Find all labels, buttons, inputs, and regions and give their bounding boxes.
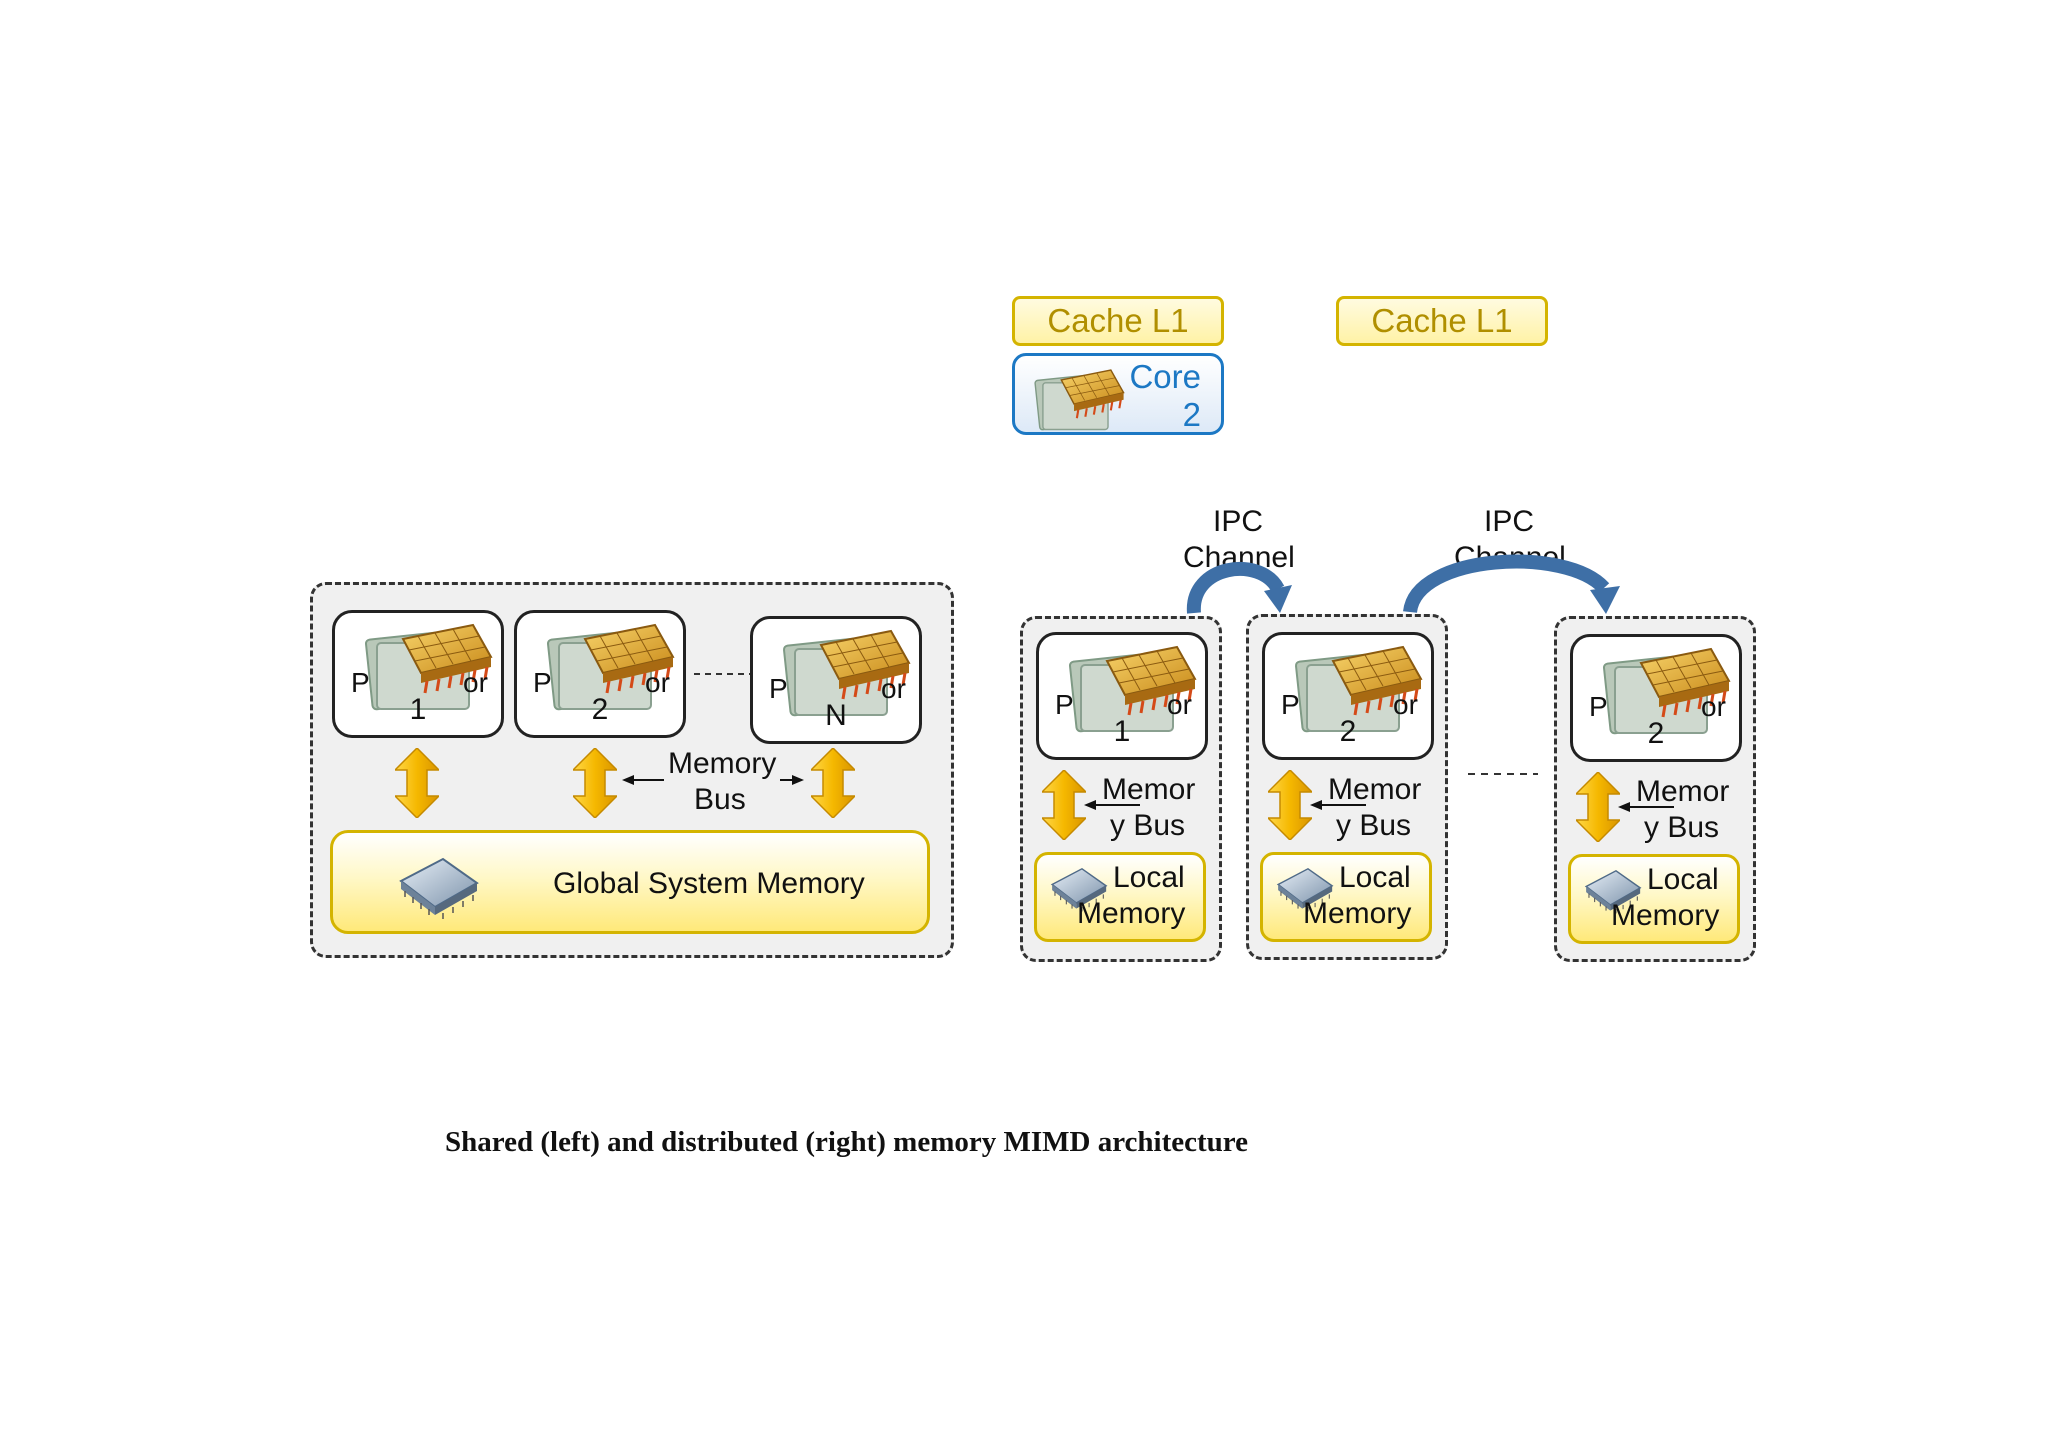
processor-label-left: P <box>351 667 370 698</box>
processor-label-right: or <box>463 667 488 698</box>
global-memory-label: Global System Memory <box>553 867 865 900</box>
ipc-label-2-line1: IPC <box>1484 505 1535 538</box>
shared-bus-arrow-2 <box>573 748 617 818</box>
ipc-channel-arrow-2 <box>1403 554 1620 614</box>
node-1-bus-label-line1: Memor <box>1102 773 1196 806</box>
node-1-local-memory: Local Memory <box>1034 852 1206 942</box>
processor-number: 2 <box>1339 715 1357 748</box>
processor-label-left: P <box>533 667 552 698</box>
node-1-bus-pointer <box>1084 800 1140 810</box>
memory-bus-label-line1: Memory <box>664 746 781 782</box>
memory-bus-label-line2: Bus <box>694 783 746 816</box>
distributed-processor-2: P or 2 <box>1262 632 1434 760</box>
memory-chip-icon <box>400 858 478 920</box>
processor-label-left: P <box>1281 689 1300 720</box>
local-memory-label-line1: Local <box>1339 861 1411 894</box>
processor-label-right: or <box>645 667 670 698</box>
node-3-bus-pointer <box>1618 802 1674 812</box>
global-system-memory: Global System Memory <box>330 830 930 934</box>
node-3-bus-label-line1: Memor <box>1636 775 1730 808</box>
local-memory-label-line2: Memory <box>1303 897 1412 930</box>
shared-processor-n: P or N <box>750 616 922 744</box>
core-chip-icon <box>1033 368 1125 432</box>
cache-l1-box-2: Cache L1 <box>1336 296 1548 346</box>
local-memory-label-line2: Memory <box>1077 897 1186 930</box>
processor-ellipsis-dashes <box>694 673 752 675</box>
processor-number: 2 <box>1647 717 1665 750</box>
node-1-bus-label-line2: y Bus <box>1110 809 1186 842</box>
processor-label-left: P <box>1055 689 1074 720</box>
processor-label-right: or <box>881 673 906 704</box>
node-1-bus-arrow <box>1042 770 1086 840</box>
distributed-processor-3: P or 2 <box>1570 634 1742 762</box>
local-memory-label-line2: Memory <box>1611 899 1720 932</box>
ipc-channel-arrow-1 <box>1186 561 1292 614</box>
cache-l1-box-1: Cache L1 <box>1012 296 1224 346</box>
processor-number: 1 <box>1113 715 1131 748</box>
shared-bus-arrow-n <box>811 748 855 818</box>
distributed-processor-1: P or 1 <box>1036 632 1208 760</box>
core-number: 2 <box>1182 396 1201 433</box>
node-2-bus-label-line2: y Bus <box>1336 809 1412 842</box>
shared-bus-arrow-1 <box>395 748 439 818</box>
node-3-local-memory: Local Memory <box>1568 854 1740 944</box>
processor-number: 2 <box>591 693 609 726</box>
processor-label-left: P <box>769 673 788 704</box>
node-2-bus-label-line1: Memor <box>1328 773 1422 806</box>
processor-label-right: or <box>1167 689 1192 720</box>
core-label: Core <box>1129 358 1201 395</box>
processor-number: 1 <box>409 693 427 726</box>
shared-processor-2: P or 2 <box>514 610 686 738</box>
processor-label-right: or <box>1701 691 1726 722</box>
processor-number: N <box>825 699 847 732</box>
local-memory-label-line1: Local <box>1113 861 1185 894</box>
core-box: Core 2 <box>1012 353 1224 435</box>
ipc-label-1-line1: IPC <box>1213 505 1264 538</box>
node-2-bus-pointer <box>1310 800 1366 810</box>
processor-label-left: P <box>1589 691 1608 722</box>
node-ellipsis-dashes <box>1468 773 1538 775</box>
node-2-local-memory: Local Memory <box>1260 852 1432 942</box>
node-3-bus-arrow <box>1576 772 1620 842</box>
local-memory-label-line1: Local <box>1647 863 1719 896</box>
node-3-bus-label-line2: y Bus <box>1644 811 1720 844</box>
shared-processor-1: P or 1 <box>332 610 504 738</box>
node-2-bus-arrow <box>1268 770 1312 840</box>
processor-label-right: or <box>1393 689 1418 720</box>
figure-caption: Shared (left) and distributed (right) me… <box>445 1126 1249 1158</box>
